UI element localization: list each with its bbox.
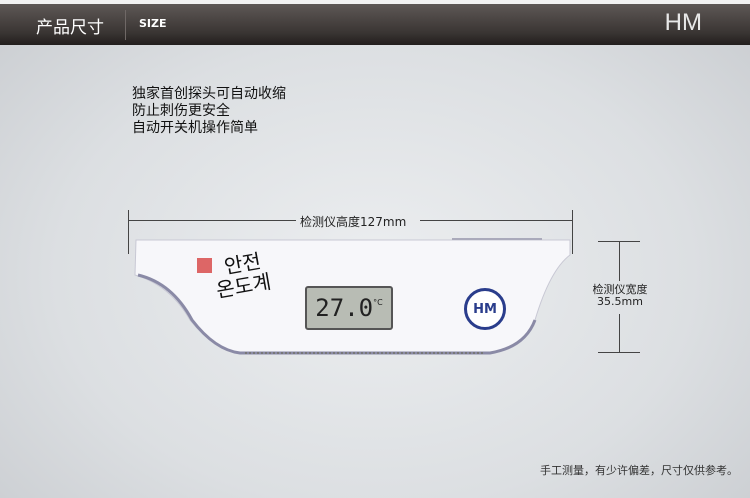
- width-label-line2: 35.5mm: [597, 295, 643, 308]
- feature-item: 独家首创探头可自动收缩: [132, 86, 286, 102]
- temperature-unit: °C: [373, 298, 383, 307]
- length-label: 检测仪高度127mm: [300, 215, 407, 229]
- width-label-line1: 检测仪宽度: [592, 283, 648, 296]
- hm-logo: HM: [464, 288, 506, 330]
- brand-logo: HM: [664, 9, 702, 36]
- dimension-tick: [572, 210, 573, 254]
- korean-label: 안전 온도계: [214, 249, 273, 303]
- section-title: 产品尺寸: [36, 18, 104, 38]
- feature-item: 自动开关机操作简单: [132, 120, 258, 136]
- dimension-tick: [598, 352, 640, 353]
- dimension-line: [128, 220, 296, 221]
- dimension-line: [619, 241, 620, 281]
- dimension-tick: [128, 210, 129, 254]
- header-divider: [125, 10, 126, 40]
- feature-item: 防止刺伤更安全: [132, 103, 230, 119]
- measurement-note: 手工测量，有少许偏差，尺寸仅供参考。: [540, 464, 738, 477]
- lcd-display: 27.0 °C: [305, 286, 393, 330]
- top-strip: [0, 0, 750, 4]
- feature-list: 独家首创探头可自动收缩 防止刺伤更安全 自动开关机操作简单: [132, 86, 286, 137]
- section-subtitle: SIZE: [139, 17, 167, 30]
- temperature-reading: 27.0: [315, 294, 374, 322]
- dimension-line: [420, 220, 572, 221]
- section-header: 产品尺寸 SIZE HM: [0, 4, 750, 45]
- width-label: 检测仪宽度 35.5mm: [586, 284, 654, 308]
- dimension-line: [619, 314, 620, 352]
